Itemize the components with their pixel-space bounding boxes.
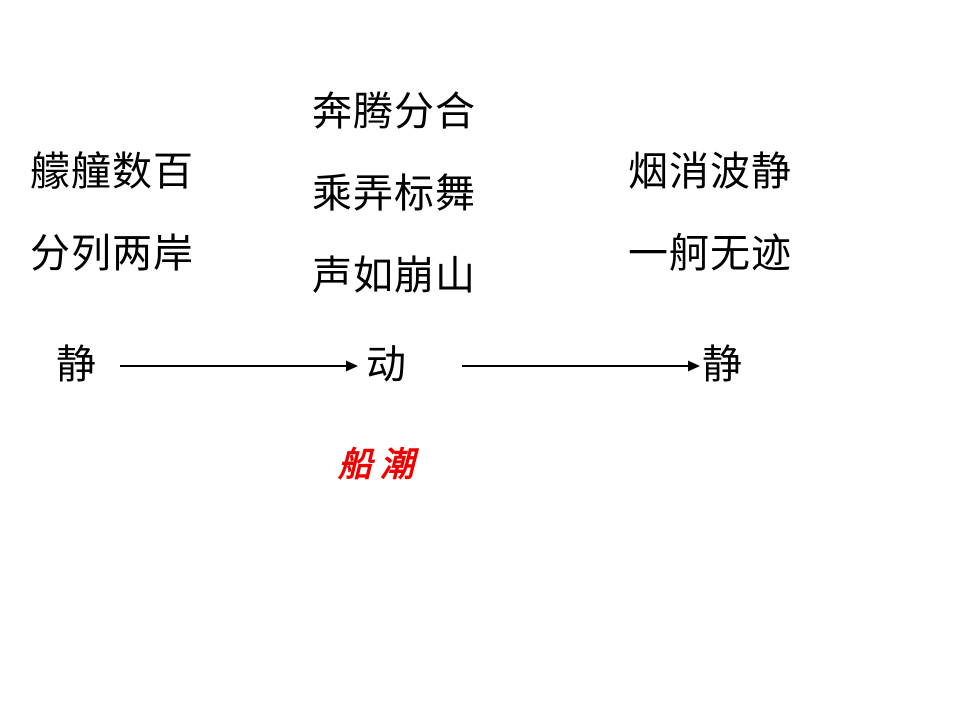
caption-text: 船潮 — [338, 445, 422, 485]
flow-stage-label-2: 动 — [366, 342, 406, 388]
flow-stage-label-1: 静 — [56, 342, 96, 388]
text-line: 烟消波静 — [628, 149, 792, 195]
arrow-right-icon — [462, 360, 700, 372]
text-column-right: 烟消波静 一舸无迹 — [628, 152, 792, 274]
arrow-right-icon — [120, 360, 358, 372]
text-line: 奔腾分合 — [312, 89, 476, 135]
text-line: 乘弄标舞 — [312, 171, 476, 217]
flow-stage-label-3: 静 — [702, 342, 742, 388]
text-line: 声如崩山 — [312, 253, 476, 299]
text-line: 艨艟数百 — [30, 149, 194, 195]
flow-diagram-row: 静 动 静 — [0, 338, 960, 400]
text-column-middle: 奔腾分合 乘弄标舞 声如崩山 — [312, 92, 476, 296]
text-column-left: 艨艟数百 分列两岸 — [30, 152, 194, 274]
text-line: 一舸无迹 — [628, 231, 792, 277]
text-line: 分列两岸 — [30, 231, 194, 277]
